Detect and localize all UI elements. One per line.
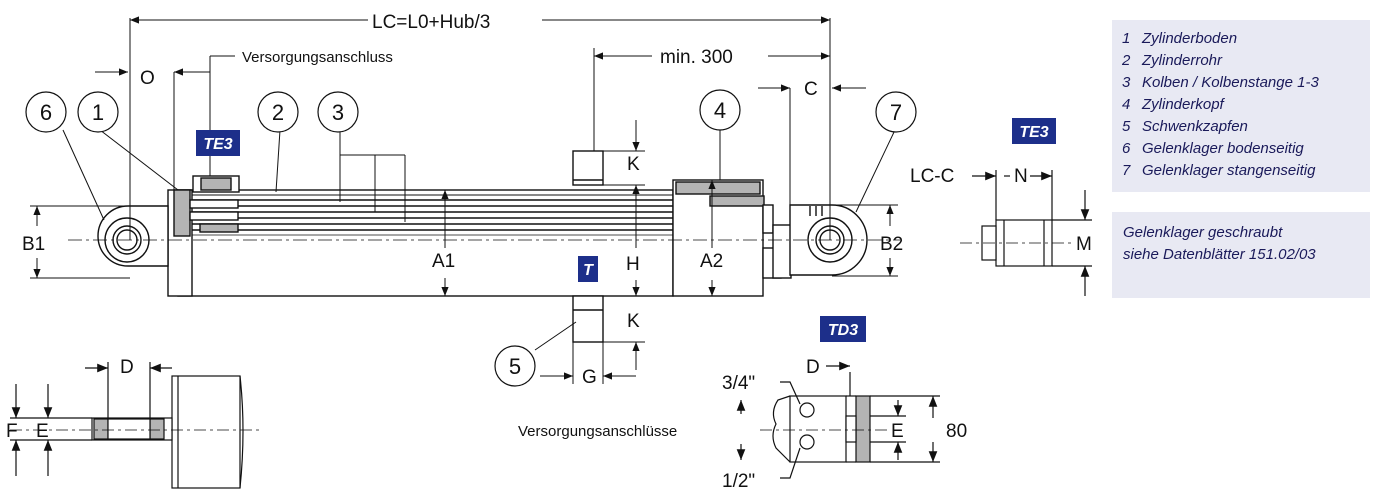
annotation-versorgungsanschluss: Versorgungsanschluss xyxy=(242,49,393,66)
legend-num: 5 xyxy=(1122,118,1131,135)
thread-12: 1/2" xyxy=(722,471,755,491)
legend-label: Zylinderboden xyxy=(1142,30,1238,47)
note-text: Gelenklager geschraubt siehe Datenblätte… xyxy=(1123,222,1316,266)
legend-label: Gelenklager stangenseitig xyxy=(1142,162,1316,179)
callout-circle-7 xyxy=(875,91,917,133)
callout-circle-3 xyxy=(317,91,359,133)
callout-circle-1 xyxy=(77,91,119,133)
legend-item: 7 Gelenklager stangenseitig xyxy=(1122,160,1319,182)
dim-d-right: D xyxy=(806,357,820,378)
legend-item: 6 Gelenklager bodenseitig xyxy=(1122,138,1319,160)
callout-circle-4 xyxy=(699,89,741,131)
legend-num: 3 xyxy=(1122,74,1131,91)
legend-panel xyxy=(1112,20,1370,192)
badge-td3-label: TD3 xyxy=(828,322,858,339)
legend-label: Zylinderkopf xyxy=(1142,96,1224,113)
callout-7: 7 xyxy=(890,100,902,125)
callout-6: 6 xyxy=(40,100,52,125)
legend-item: 3 Kolben / Kolbenstange 1-3 xyxy=(1122,72,1319,94)
legend-list: 1 Zylinderboden 2 Zylinderrohr 3 Kolben / K… xyxy=(1122,28,1319,182)
callout-1: 1 xyxy=(92,100,104,125)
callout-4: 4 xyxy=(714,98,726,123)
callout-5: 5 xyxy=(509,354,521,379)
legend-item: 1 Zylinderboden xyxy=(1122,28,1319,50)
legend-item: 5 Schwenkzapfen xyxy=(1122,116,1319,138)
dim-h: H xyxy=(626,254,640,275)
legend-label: Schwenkzapfen xyxy=(1142,118,1248,135)
legend-num: 6 xyxy=(1122,140,1131,157)
legend-num: 2 xyxy=(1122,52,1131,69)
dim-b1: B1 xyxy=(22,234,45,255)
dim-a1: A1 xyxy=(432,251,455,272)
dim-o: O xyxy=(140,68,155,89)
badge-te3-main xyxy=(196,130,240,156)
dim-d-left: D xyxy=(120,357,134,378)
dim-f: F xyxy=(6,421,18,442)
detail-te3-fitting xyxy=(960,170,1092,296)
callout-circle-6 xyxy=(25,91,67,133)
legend-item: 4 Zylinderkopf xyxy=(1122,94,1319,116)
legend-label: Zylinderrohr xyxy=(1142,52,1223,69)
note-panel xyxy=(1112,212,1370,298)
dim-a2: A2 xyxy=(700,251,723,272)
note-line-2: siehe Datenblätter 151.02/03 xyxy=(1123,246,1316,263)
badge-te3-detail-label: TE3 xyxy=(1019,124,1048,141)
badge-t-label: T xyxy=(583,262,594,279)
callout-circle-5 xyxy=(494,345,536,387)
dim-lc-c: LC-C xyxy=(910,166,954,187)
note-line-1: Gelenklager geschraubt xyxy=(1123,224,1283,241)
dim-n: N xyxy=(1014,166,1028,187)
callout-3: 3 xyxy=(332,100,344,125)
dim-e-right: E xyxy=(891,421,904,442)
dim-e-left: E xyxy=(36,421,49,442)
badge-td3 xyxy=(820,316,866,342)
legend-num: 7 xyxy=(1122,162,1131,179)
callout-2: 2 xyxy=(272,100,284,125)
callout-circle-2 xyxy=(257,91,299,133)
annotation-versorgungsanschluesse: Versorgungsanschlüsse xyxy=(518,423,677,440)
thread-34: 3/4" xyxy=(722,373,755,394)
dim-b2: B2 xyxy=(880,234,903,255)
trunnion-bottom xyxy=(572,295,604,343)
legend-num: 1 xyxy=(1122,30,1131,47)
badge-te3-main-label: TE3 xyxy=(203,136,232,153)
dim-lc: LC=L0+Hub/3 xyxy=(372,12,490,33)
dim-c: C xyxy=(804,79,818,100)
dim-k-top: K xyxy=(627,154,640,175)
dim-min300: min. 300 xyxy=(660,47,733,68)
dim-g: G xyxy=(582,367,597,388)
dim-m: M xyxy=(1076,234,1092,255)
detail-trunnion-side xyxy=(10,362,262,489)
dim-k-bottom: K xyxy=(627,311,640,332)
legend-item: 2 Zylinderrohr xyxy=(1122,50,1319,72)
main-cylinder xyxy=(97,150,868,343)
legend-label: Kolben / Kolbenstange 1-3 xyxy=(1142,74,1319,91)
legend-label: Gelenklager bodenseitig xyxy=(1142,140,1304,157)
dim-80: 80 xyxy=(946,421,967,442)
badge-t xyxy=(578,256,598,282)
detail-td3-ports xyxy=(736,361,940,479)
badge-te3-detail xyxy=(1012,118,1056,144)
legend-num: 4 xyxy=(1122,96,1131,113)
